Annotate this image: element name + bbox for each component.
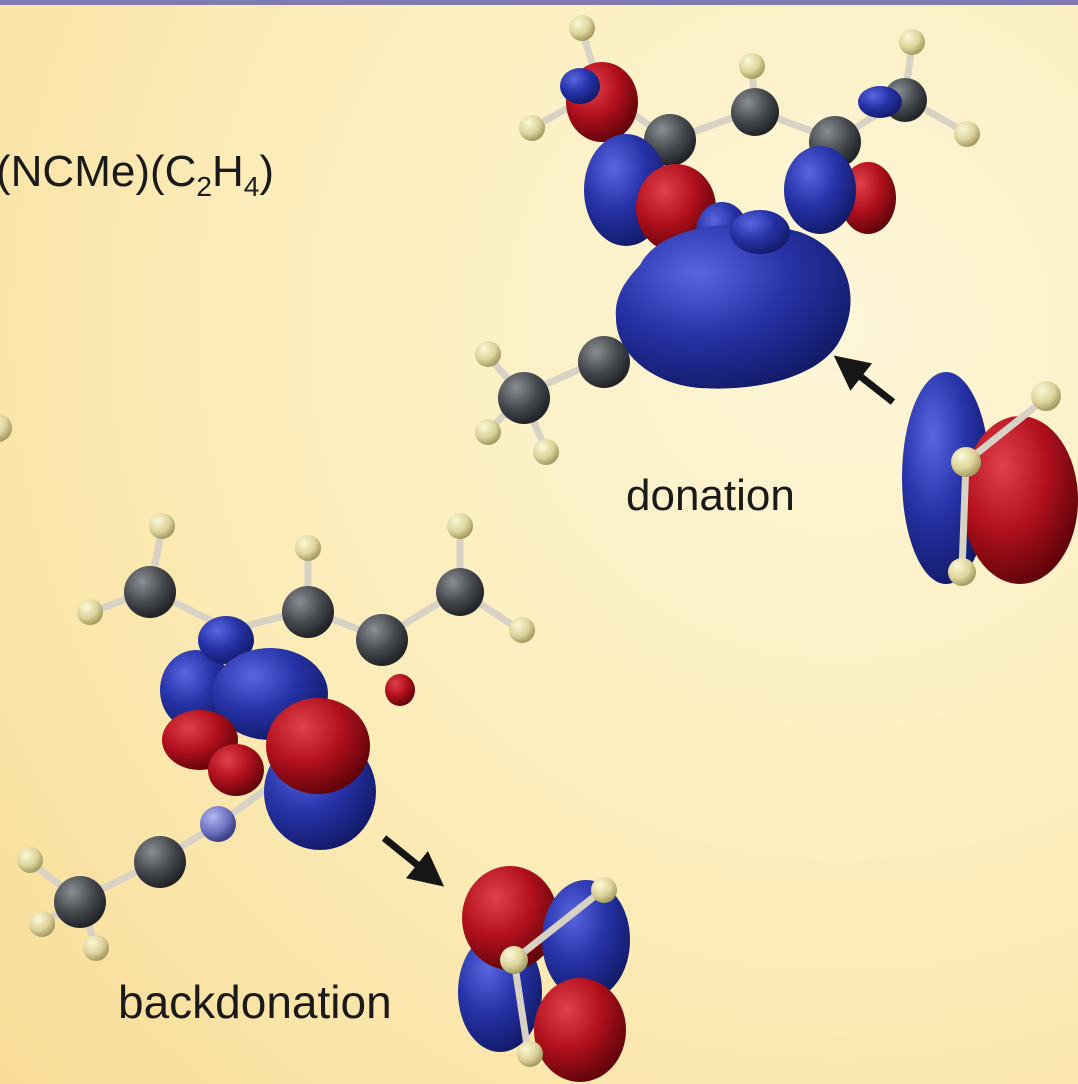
ethylene-acceptor-orbital xyxy=(458,866,630,1082)
backdonation-label: backdonation xyxy=(118,976,392,1028)
top-bar xyxy=(0,0,1078,5)
formula-label: (NCMe)(C2H4) xyxy=(0,147,274,202)
donation-molecule xyxy=(475,15,980,465)
ethylene-orbital xyxy=(902,372,1078,586)
donation-label: donation xyxy=(626,471,795,520)
arrow-icon xyxy=(833,355,896,405)
arrow-icon xyxy=(381,835,445,887)
backdonation-molecule xyxy=(17,513,535,961)
hydrogen-atom xyxy=(0,414,12,442)
